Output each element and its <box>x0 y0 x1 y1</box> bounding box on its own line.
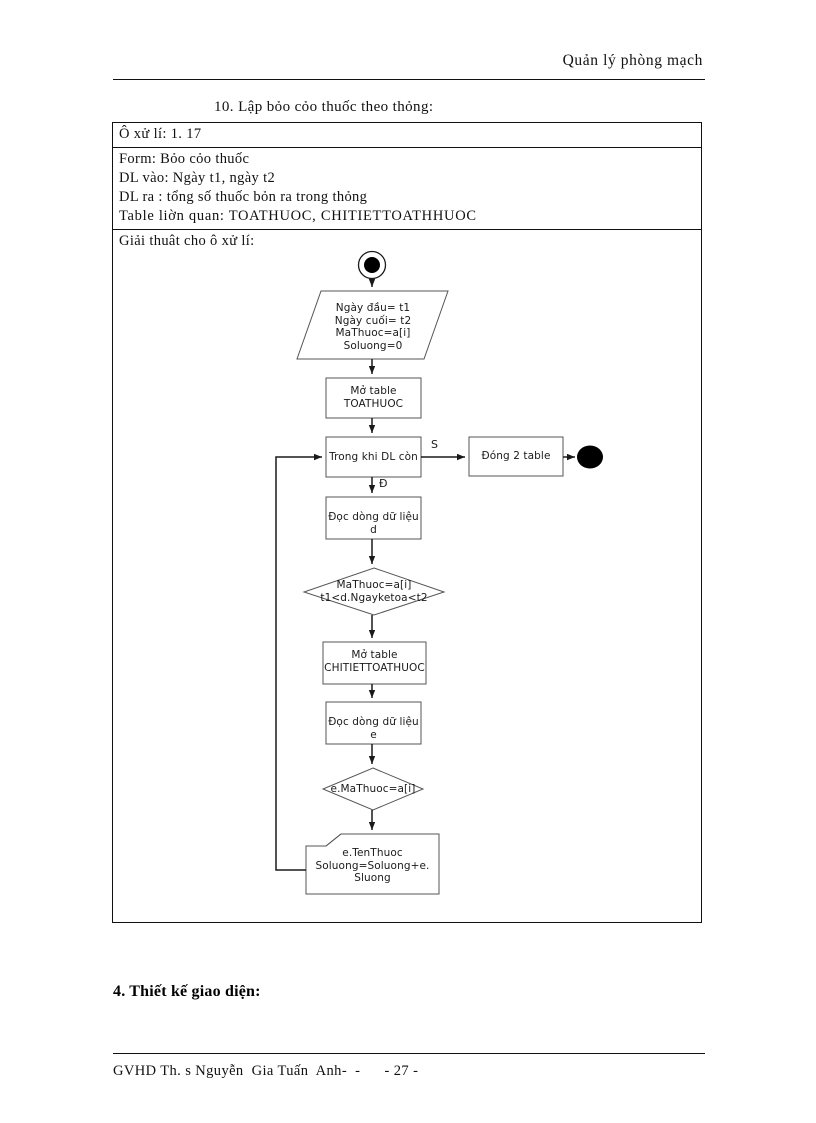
start-node-inner <box>364 257 380 273</box>
output-document-shape <box>305 833 440 895</box>
spec-row-details: Form: Bỏo cỏo thuốc DL vào: Ngày t1, ngà… <box>113 148 701 230</box>
spec-cell-id: Ô xử lí: 1. 17 <box>119 126 202 142</box>
output-document-fold <box>306 833 342 847</box>
spec-cell-input: DL vào: Ngày t1, ngày t2 <box>119 170 276 186</box>
spec-cell-algorithm-label: Giải thuật cho ô xử lí: <box>119 233 255 249</box>
edge-label-true: Đ <box>379 477 388 490</box>
read-e-box <box>325 701 422 745</box>
decision-1-diamond <box>302 567 446 616</box>
spec-cell-form: Form: Bỏo cỏo thuốc <box>119 151 250 167</box>
decision-2-diamond <box>321 767 425 811</box>
read-d-box <box>325 496 422 540</box>
open-toathuoc-box <box>325 377 422 419</box>
while-loop-box <box>325 436 422 478</box>
page-header-title: Quản lý phòng mạch <box>562 52 703 69</box>
spec-table: Ô xử lí: 1. 17 Form: Bỏo cỏo thuốc DL và… <box>112 122 702 255</box>
footer-text: GVHD Th. s Nguyễn Gia Tuấn Anh- - - 27 - <box>113 1063 419 1079</box>
spec-cell-output: DL ra : tổng số thuốc bỏn ra trong thỏng <box>119 189 368 205</box>
close-tables-box <box>468 436 564 477</box>
flowchart-shapes <box>275 250 603 895</box>
end-node <box>577 445 603 469</box>
edge-loop-back <box>275 453 322 871</box>
spec-cell-tables: Table liờn quan: TOATHUOC, CHITIETTOATHH… <box>119 208 477 224</box>
spec-row-id: Ô xử lí: 1. 17 <box>113 123 701 148</box>
edge-label-false: S <box>431 438 438 451</box>
flowchart-canvas: Ngày đầu= t1 Ngày cuối= t2 MaThuoc=a[i] … <box>113 246 701 922</box>
sub-heading: 4. Thiết kế giao diện: <box>113 983 261 1000</box>
open-chitiet-box <box>322 641 427 685</box>
flowchart-frame: Ngày đầu= t1 Ngày cuối= t2 MaThuoc=a[i] … <box>112 246 702 923</box>
section-caption: 10. Lập bỏo cỏo thuốc theo thỏng: <box>214 99 434 115</box>
header-divider <box>113 79 705 80</box>
footer-divider <box>113 1053 705 1054</box>
input-parallelogram <box>296 290 449 360</box>
